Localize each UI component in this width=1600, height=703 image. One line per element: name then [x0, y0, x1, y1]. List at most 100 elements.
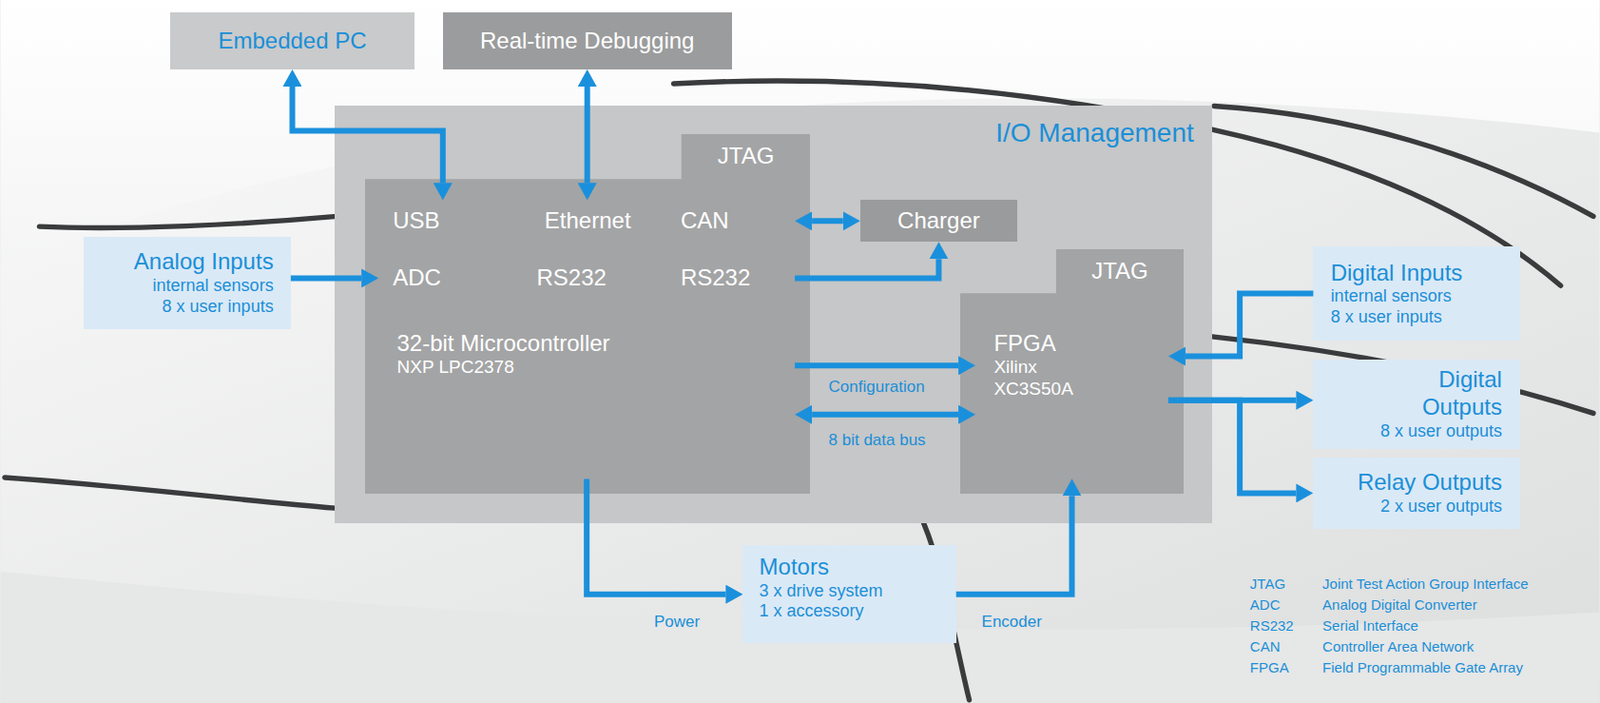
- abbreviation: ADC: [1250, 596, 1281, 614]
- abbreviation: FPGA: [1250, 658, 1290, 676]
- abbreviation-meaning: Field Programmable Gate Array: [1322, 658, 1523, 676]
- node-heading: Ethernet: [544, 207, 632, 235]
- node-heading: USB: [392, 207, 440, 235]
- abbreviation-cell-wrap: CAN: [1250, 637, 1281, 656]
- text-group: I/O Management: [995, 116, 1195, 150]
- abbreviation-cell-wrap: JTAG: [1250, 575, 1286, 593]
- node-detail: 8 x user inputs: [134, 296, 274, 318]
- node-heading: RS232: [680, 264, 751, 292]
- text-group: Relay Outputs2 x user outputs: [1357, 468, 1503, 517]
- signal-arrow: [290, 274, 362, 281]
- text-group: Real-time Debugging: [480, 27, 694, 56]
- abbreviation-meaning: Analog Digital Converter: [1322, 596, 1478, 614]
- text-group: 32-bit MicrocontrollerNXP LPC2378: [397, 329, 611, 380]
- abbreviation-meaning: Serial Interface: [1322, 616, 1419, 635]
- io-group-box: Digital Outputs8 x user outputs: [1312, 359, 1521, 449]
- panel-outline: [365, 134, 810, 495]
- node-heading: JTAG: [717, 142, 775, 171]
- text-group: FPGAXilinx XC3S50A: [993, 329, 1091, 401]
- node-detail: internal sensors: [134, 275, 274, 297]
- text-group: Analog Inputsinternal sensors8 x user in…: [134, 248, 274, 317]
- node-detail: NXP LPC2378: [397, 356, 611, 379]
- node-detail: 1 x accessory: [759, 600, 884, 622]
- signal-arrow: [586, 478, 726, 594]
- charger-box: Charger: [860, 199, 1018, 242]
- node-detail: 2 x user outputs: [1357, 496, 1503, 518]
- node-detail: 8 x user inputs: [1330, 307, 1464, 328]
- text-group: USB: [392, 207, 440, 235]
- text-group: RS232: [537, 264, 607, 292]
- text-group: CAN: [680, 207, 730, 235]
- abbreviation-cell-wrap: RS232: [1250, 616, 1294, 635]
- node-heading: Digital Outputs: [1379, 366, 1503, 422]
- text-group: RS232: [680, 264, 751, 292]
- io-group-box: Analog Inputsinternal sensors8 x user in…: [83, 236, 291, 329]
- panel-shape: [365, 134, 810, 495]
- abbreviation-meaning: Joint Test Action Group Interface: [1322, 575, 1529, 593]
- shell-groove: [1214, 106, 1594, 217]
- abbreviation-cell-wrap: Controller Area Network: [1322, 637, 1474, 656]
- abbreviation: JTAG: [1250, 575, 1286, 593]
- node-heading: Charger: [897, 207, 981, 235]
- io-group-box: Digital Inputsinternal sensors8 x user i…: [1312, 246, 1521, 342]
- edge-label-wrap: Power: [654, 612, 700, 632]
- abbreviation-cell-wrap: FPGA: [1250, 658, 1290, 676]
- abbreviation-meaning: Controller Area Network: [1322, 637, 1474, 656]
- signal-arrow: [794, 362, 959, 368]
- abbreviation: RS232: [1250, 616, 1294, 635]
- node-heading: Analog Inputs: [134, 248, 274, 276]
- signal-arrow: [1185, 293, 1313, 357]
- edge-label: Encoder: [982, 612, 1042, 632]
- motor-box: Motors3 x drive system1 x accessory: [742, 544, 956, 643]
- abbreviation-cell-wrap: ADC: [1250, 596, 1281, 614]
- text-group: ADC: [392, 264, 442, 292]
- abbreviation: CAN: [1250, 637, 1281, 656]
- abbreviation-cell-wrap: Field Programmable Gate Array: [1322, 658, 1523, 676]
- node-detail: internal sensors: [1330, 286, 1464, 308]
- node-heading: Relay Outputs: [1357, 468, 1503, 497]
- signal-arrow: [291, 86, 443, 183]
- signal-arrow: [956, 495, 1073, 594]
- edge-label-wrap: Encoder: [982, 612, 1042, 632]
- edge-label: 8 bit data bus: [828, 430, 926, 450]
- node-heading: Digital Inputs: [1330, 259, 1464, 288]
- panel-outline: [960, 249, 1184, 495]
- signal-arrow: [1168, 400, 1296, 494]
- jtag-panel: USB Ethernet CAN ADC RS232 RS232 32-bit Microc…: [365, 134, 810, 495]
- text-group: Digital Inputsinternal sensors8 x user i…: [1330, 259, 1464, 328]
- node-heading: CAN: [680, 207, 730, 235]
- node-detail: 3 x drive system: [759, 580, 884, 602]
- region-panel: USB Ethernet CAN ADC RS232 RS232 32-bit Microc…: [334, 105, 1213, 523]
- abbreviation-cell-wrap: Joint Test Action Group Interface: [1322, 575, 1529, 593]
- text-group: Charger: [897, 207, 981, 235]
- abbreviation-cell-wrap: Serial Interface: [1322, 616, 1419, 635]
- node-heading: Motors: [759, 553, 884, 581]
- text-group: Motors3 x drive system1 x accessory: [759, 553, 884, 622]
- edge-label-wrap: 8 bit data bus: [828, 430, 926, 450]
- text-group: Embedded PC: [217, 27, 367, 56]
- external-system-box: Embedded PC: [170, 12, 415, 70]
- shell-groove: [4, 477, 336, 508]
- node-heading: RS232: [537, 264, 607, 292]
- node-detail: 8 x user outputs: [1379, 421, 1503, 443]
- edge-label: Power: [654, 612, 700, 632]
- node-heading: JTAG: [1091, 257, 1149, 286]
- edge-label: Configuration: [828, 377, 926, 397]
- signal-arrow: [584, 86, 591, 183]
- node-heading: Real-time Debugging: [480, 27, 694, 56]
- node-heading: ADC: [392, 264, 442, 292]
- panel-shape: [960, 249, 1184, 495]
- node-detail: Xilinx XC3S50A: [993, 356, 1091, 401]
- abbreviation-cell-wrap: Analog Digital Converter: [1322, 596, 1478, 614]
- node-heading: FPGA: [993, 329, 1091, 358]
- signal-arrow: [811, 217, 844, 224]
- edge-label-wrap: Configuration: [828, 377, 926, 397]
- shell-surface: [0, 97, 1600, 703]
- shell-groove: [38, 215, 337, 228]
- text-group: JTAG: [681, 134, 810, 179]
- io-group-box: Relay Outputs2 x user outputs: [1312, 457, 1521, 529]
- text-group: Ethernet: [544, 207, 632, 235]
- text-group: JTAG: [1056, 249, 1184, 293]
- text-group: Digital Outputs8 x user outputs: [1379, 366, 1503, 442]
